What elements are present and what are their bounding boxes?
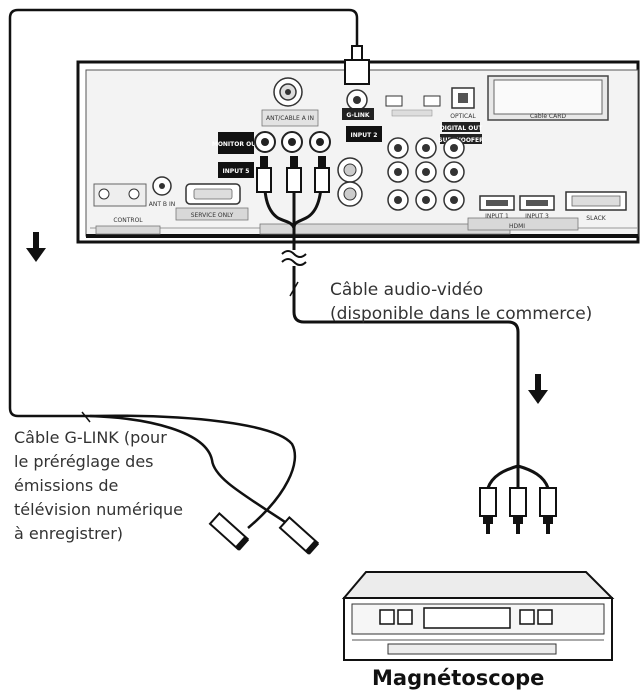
slack-label: SLACK <box>586 215 606 222</box>
ir-emitter-1 <box>208 511 250 551</box>
rca-plugs-bottom <box>479 487 557 534</box>
g-link-label-line: Câble G-LINK (pour <box>14 428 167 447</box>
g-link-jack <box>346 89 368 111</box>
input-5-label: INPUT 5 <box>223 168 250 175</box>
input-2-label: INPUT 2 <box>351 132 378 139</box>
service-port <box>185 183 241 205</box>
g-link-label-line: le préréglage des <box>14 452 154 471</box>
arrow-down-icon <box>26 232 46 262</box>
g-link-label-line: télévision numérique <box>14 500 183 519</box>
av-cable-label-line: (disponible dans le commerce) <box>330 304 593 324</box>
monitor-out-jacks <box>254 131 331 153</box>
ant-cable-a-label: ANT/CABLE A IN <box>266 115 314 122</box>
g-link-cable <box>8 8 359 534</box>
input-3-label: INPUT 3 <box>525 213 549 220</box>
cable-break-mark <box>281 250 307 266</box>
tv-rear-panel: ANT/CABLE A IN G-LINK OPTICAL Cable CARD… <box>76 60 640 244</box>
vcr-device <box>341 571 615 661</box>
service-only-label: SERVICE ONLY <box>191 212 234 219</box>
ant-b-label: ANT B IN <box>149 201 175 208</box>
g-link-plug <box>344 45 370 85</box>
input-3-jacks <box>387 189 465 211</box>
input-2-jacks <box>387 137 465 183</box>
av-cable-label: Câble audio-vidéo (disponible dans le co… <box>330 278 592 326</box>
g-link-label-line: à enregistrer) <box>14 524 124 543</box>
control-label: CONTROL <box>113 217 143 224</box>
ant-cable-a-jack <box>273 77 303 107</box>
g-link-label: G-LINK <box>346 112 369 119</box>
arrow-down-icon <box>528 374 548 404</box>
rca-plugs-top <box>256 156 330 193</box>
hdmi-label: HDMI <box>509 223 525 230</box>
monitor-out-label: MONITOR OUT <box>212 141 261 148</box>
g-link-cable-label: Câble G-LINK (pour le préréglage des émi… <box>14 426 183 546</box>
ant-b-jack <box>152 176 172 196</box>
optical-label: OPTICAL <box>450 113 476 120</box>
input-1-label: INPUT 1 <box>485 213 509 220</box>
cable-card-label: Cable CARD <box>530 113 566 120</box>
g-link-label-line: émissions de <box>14 476 119 495</box>
optical-digital-out <box>451 87 475 109</box>
ir-emitter-2 <box>278 515 320 555</box>
vcr-label: Magnétoscope <box>372 666 545 690</box>
hdmi-ports <box>479 195 555 211</box>
digital-out-label: DIGITAL OUT <box>440 125 484 132</box>
av-cable-label-line: Câble audio-vidéo <box>330 280 484 300</box>
